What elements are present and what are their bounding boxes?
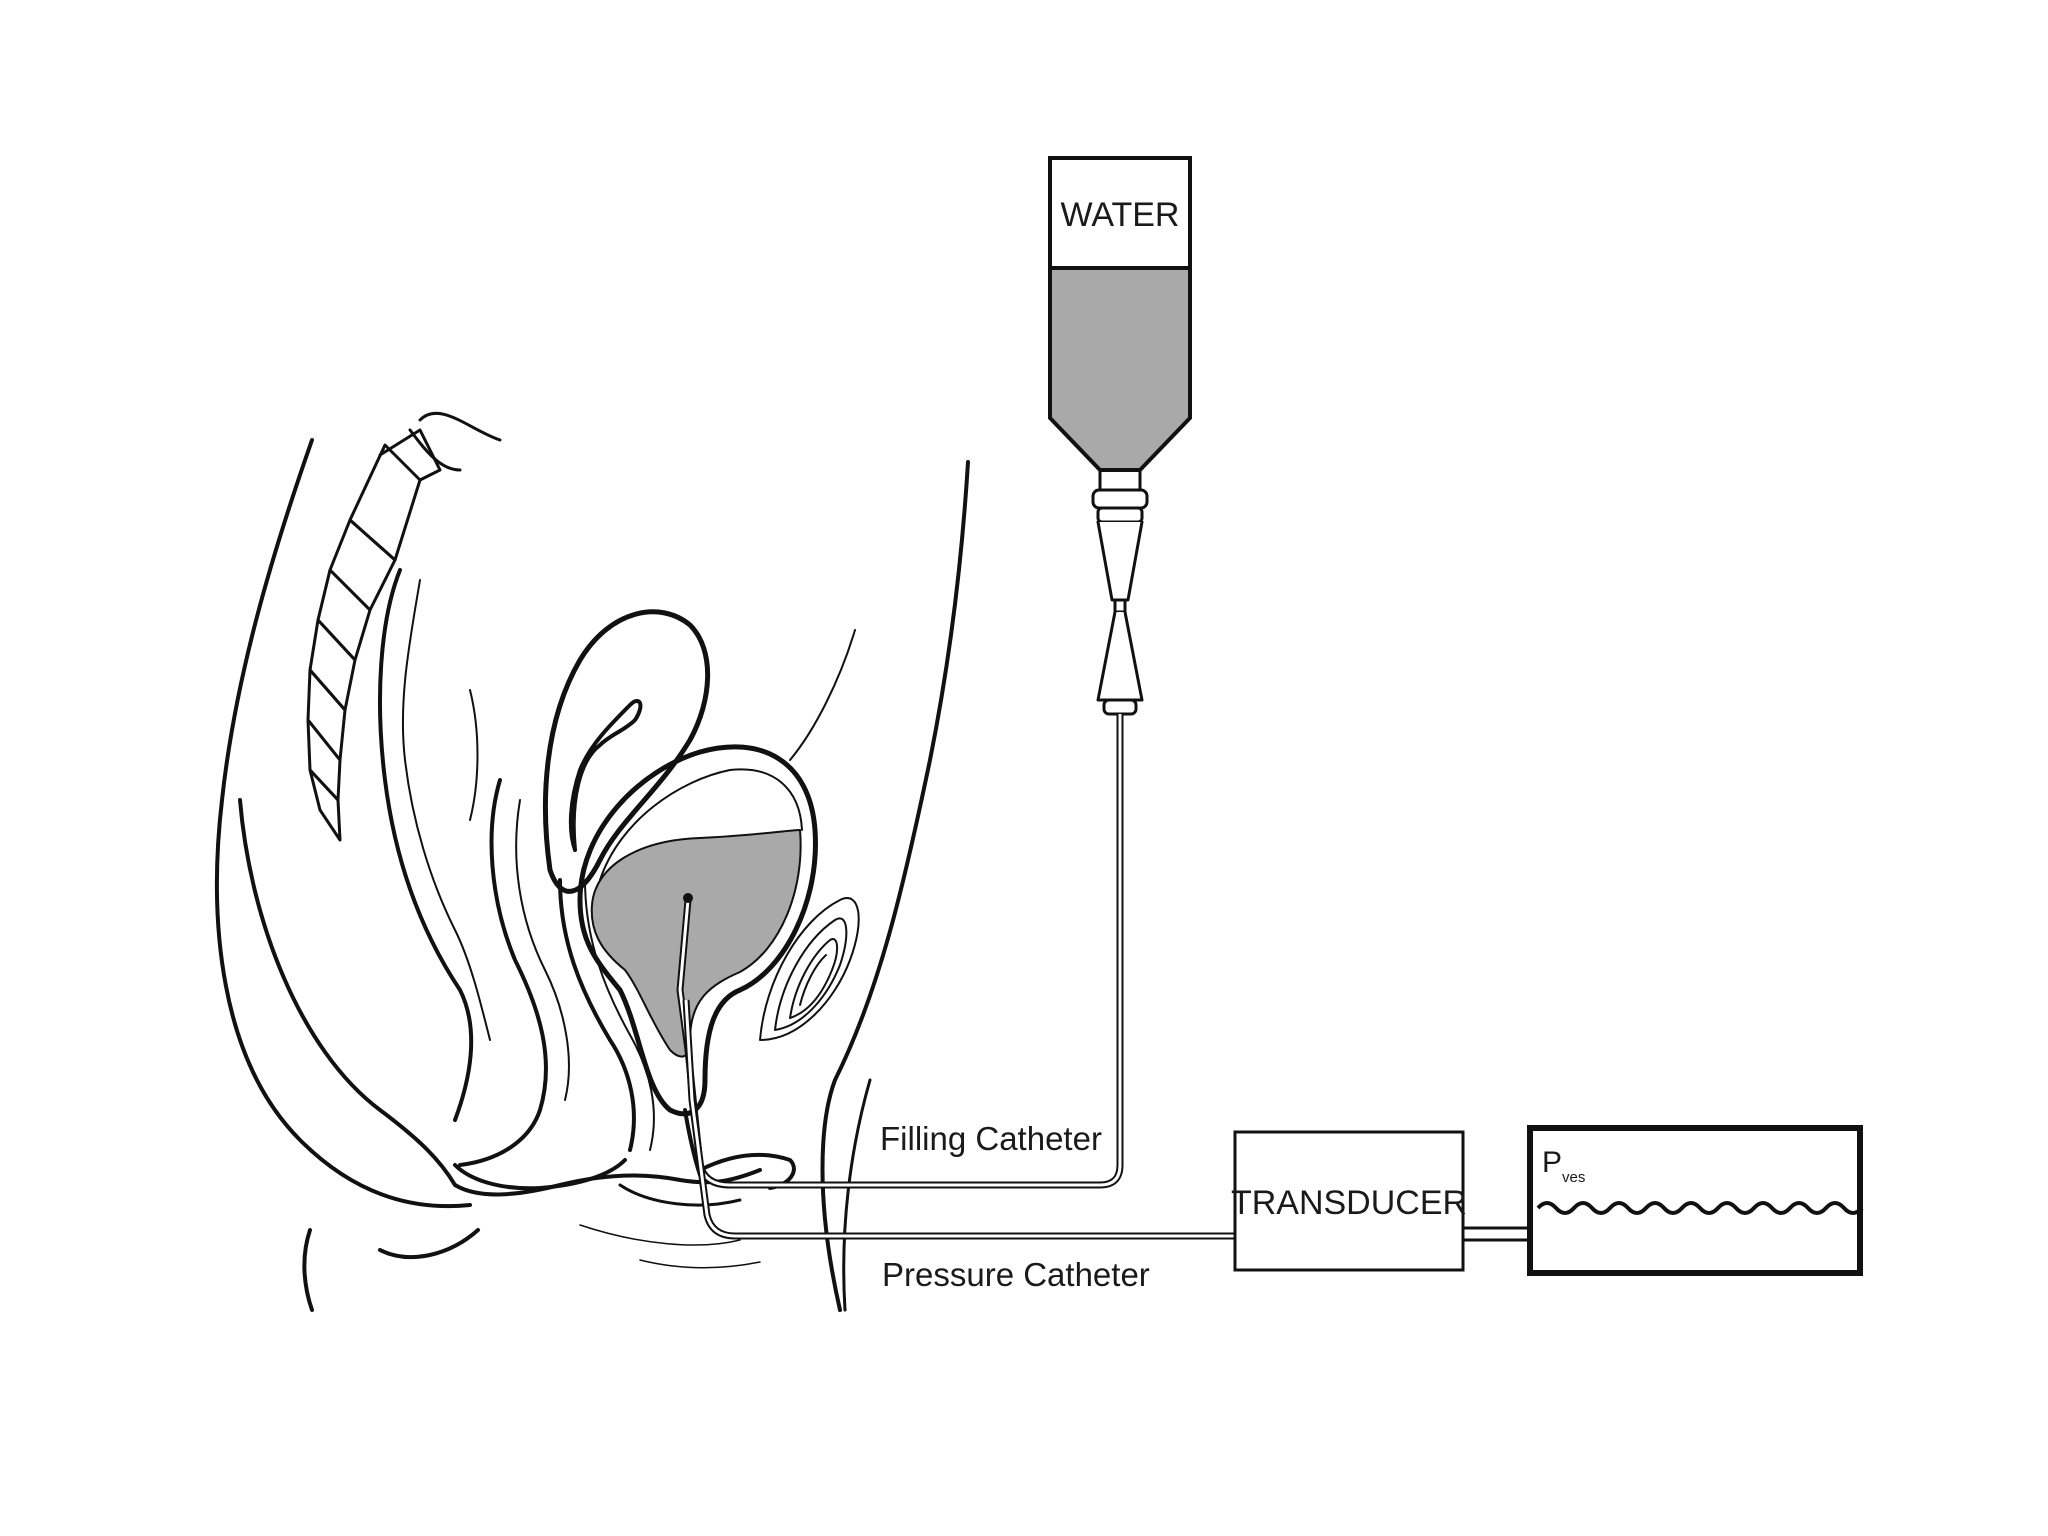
- pressure-catheter: [682, 999, 1235, 1240]
- thigh-inner-thin-2: [639, 1259, 761, 1269]
- rectum-wall-wavy: [401, 579, 491, 1041]
- vagina-wall: [558, 878, 636, 1152]
- bladder-water: [590, 829, 802, 1058]
- monitor-box: [1527, 1125, 1863, 1276]
- thigh-back-outline: [302, 1228, 314, 1312]
- pves-label: Pves: [1542, 1146, 1585, 1186]
- pubic-bone: [759, 897, 860, 1041]
- anal-canal: [453, 1158, 627, 1191]
- peritoneum-line: [469, 689, 479, 821]
- water-bag-body: [1048, 266, 1192, 472]
- transducer-label: TRANSDUCER: [1231, 1184, 1467, 1222]
- pressure-catheter-label: Pressure Catheter: [882, 1256, 1150, 1293]
- bladder-inner-wall: [599, 768, 803, 881]
- uterus-outer: [542, 609, 711, 894]
- water-bag: WATER: [1048, 156, 1192, 472]
- pelvic-anatomy-illustration: [215, 411, 970, 1312]
- labia-lower: [618, 1183, 742, 1207]
- rectum-posterior-wall: [378, 568, 474, 1122]
- filling-catheter-label: Filling Catheter: [880, 1120, 1102, 1157]
- uterus-cavity: [568, 699, 643, 852]
- transducer-monitor-cable: [1463, 1226, 1530, 1242]
- rectum-anterior-wall: [458, 778, 548, 1167]
- pves-label-sub: ves: [1562, 1169, 1585, 1186]
- thigh-front-outline: [842, 1078, 872, 1312]
- pves-label-main: P: [1542, 1146, 1562, 1179]
- sacrum-vertebrae: [306, 411, 502, 842]
- water-bag-top: [1048, 156, 1192, 270]
- gluteal-fold: [378, 1228, 480, 1259]
- pressure-waveform: [1536, 1201, 1864, 1215]
- body-outline-back: [215, 438, 472, 1209]
- rectum-inner-line: [515, 799, 570, 1101]
- transducer: TRANSDUCER: [1231, 1130, 1467, 1272]
- pressure-monitor: Pves: [1527, 1125, 1864, 1276]
- bladder-outer-wall: [577, 744, 818, 1117]
- drip-chamber: [1091, 468, 1149, 716]
- water-label: WATER: [1061, 196, 1180, 234]
- abdominal-wall-line: [789, 629, 856, 761]
- vagina-wall-inner: [584, 879, 655, 1151]
- buttock-curve: [238, 798, 457, 1187]
- pressure-catheter-tube: [682, 999, 1235, 1240]
- body-outline-front: [820, 460, 970, 1312]
- transducer-box: [1233, 1130, 1465, 1272]
- filling-catheter-tip: [683, 893, 693, 903]
- thigh-inner-thin: [579, 1224, 741, 1246]
